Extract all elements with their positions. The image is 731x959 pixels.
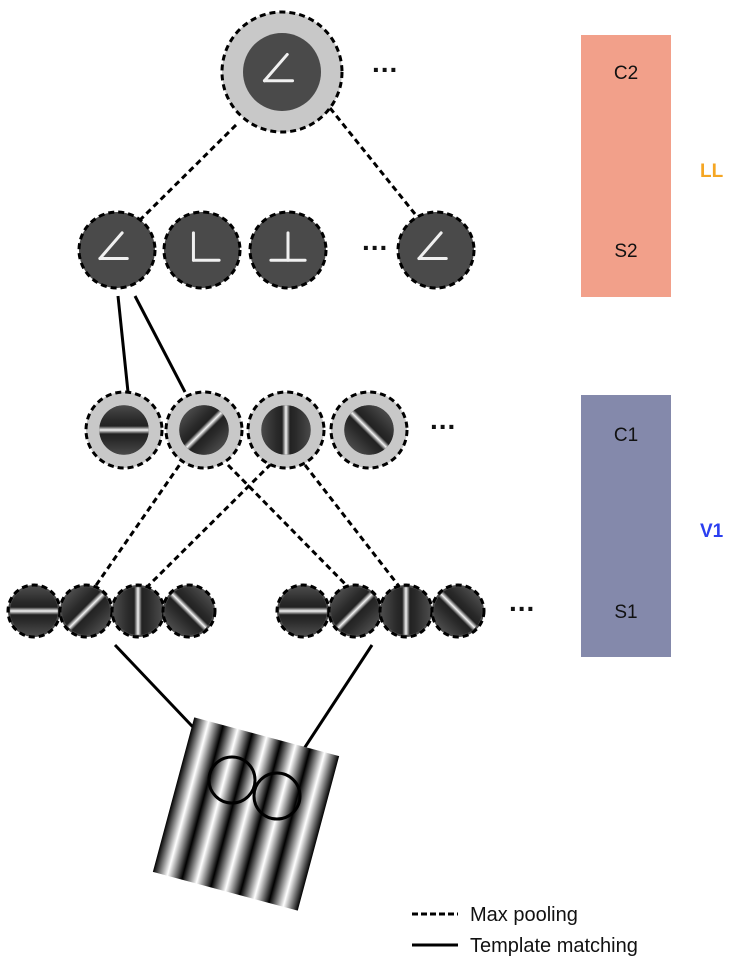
c1-unit-horizontal	[84, 390, 164, 470]
legend-dashed-label: Max pooling	[470, 904, 578, 926]
ellipsis-s1: ...	[509, 586, 535, 617]
c1-unit-diagonal-135	[329, 390, 409, 470]
s1-unit-a3	[110, 583, 166, 639]
receptive-field-right	[252, 771, 302, 821]
s1-unit-b4	[430, 583, 486, 639]
s2-unit-1	[77, 210, 157, 290]
band-ll-top-label: C2	[614, 63, 638, 84]
match-line-s2-c1b	[133, 295, 187, 393]
s1-unit-a4	[161, 583, 217, 639]
pool-line-c1-s1c	[226, 463, 357, 596]
s1-unit-a2	[58, 583, 114, 639]
input-grating-image	[152, 717, 340, 911]
band-ll-bar	[581, 35, 671, 297]
band-v1-side-label: V1	[700, 521, 724, 542]
legend-solid-label: Template matching	[470, 935, 638, 957]
match-line-s2-c1a	[116, 295, 130, 393]
ellipsis-s2: ...	[362, 225, 388, 256]
s2-unit-4	[396, 210, 476, 290]
band-v1: C1 S1 V1	[581, 395, 724, 657]
ellipsis-c1: ...	[430, 404, 456, 435]
legend: Max pooling Template matching	[412, 904, 638, 957]
band-v1-bottom-label: S1	[614, 602, 637, 623]
band-v1-top-label: C1	[614, 425, 638, 446]
c2-unit	[220, 10, 344, 134]
s2-unit-3	[248, 210, 328, 290]
pool-line-c1-s1b	[138, 455, 280, 596]
c1-unit-diagonal-45	[164, 390, 244, 470]
band-ll-bottom-label: S2	[614, 241, 637, 262]
s1-unit-b2	[327, 583, 383, 639]
pool-line-c1-s1a	[88, 456, 187, 595]
band-v1-bar	[581, 395, 671, 657]
s2-unit-2	[162, 210, 242, 290]
band-ll: C2 S2 LL	[581, 35, 724, 297]
ellipsis-c2: ...	[372, 47, 398, 78]
band-ll-side-label: LL	[700, 161, 724, 182]
s1-unit-b3	[378, 583, 434, 639]
c1-unit-vertical	[246, 390, 326, 470]
pool-line-c2-s2b	[328, 107, 417, 215]
s1-unit-a1	[6, 583, 62, 639]
pool-line-c2-s2a	[138, 123, 238, 222]
pool-line-c1-s1d	[303, 464, 407, 595]
units	[6, 10, 486, 639]
receptive-field-left	[207, 755, 257, 805]
s1-unit-b1	[275, 583, 331, 639]
